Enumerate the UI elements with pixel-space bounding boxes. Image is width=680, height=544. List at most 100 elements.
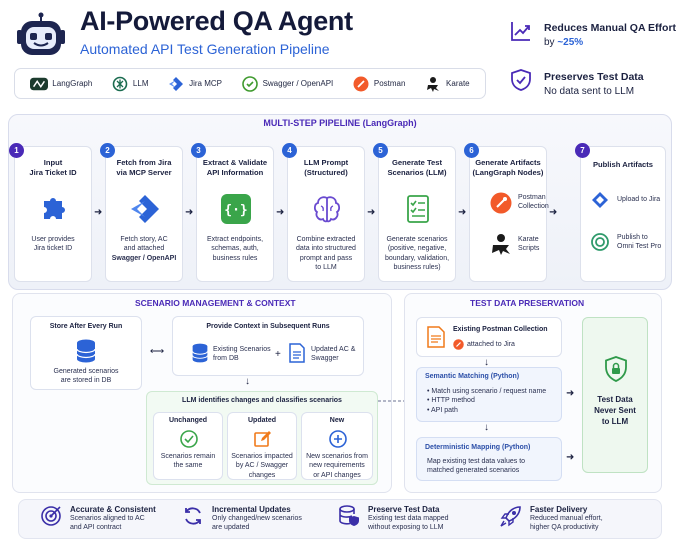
shield-lock-icon [605, 356, 627, 382]
postman-icon [352, 75, 370, 93]
arrow-right-icon: ➜ [276, 207, 285, 218]
benefit-sub-effort: by ~25% [544, 37, 584, 48]
arrow-right-icon: ➜ [458, 207, 467, 218]
tech-item-swagger: Swagger / OpenAPI [241, 75, 333, 93]
document-icon [427, 326, 445, 348]
step-number: 6 [464, 143, 479, 158]
check-circle-icon [180, 430, 198, 448]
db-shield-icon [339, 505, 359, 526]
edit-icon [254, 431, 271, 447]
deterministic-mapping-card: Deterministic Mapping (Python) Map exist… [416, 437, 562, 481]
arrow-right-icon: ➜ [94, 207, 103, 218]
arrow-right-icon: ➜ [566, 452, 575, 463]
updated-ac-label: Updated AC &Swagger [311, 346, 356, 363]
omni-test-pro-icon [591, 233, 609, 251]
step-description: Generate scenarios(positive, negative,bo… [384, 236, 450, 272]
pipeline-step-4: 4 LLM Prompt(Structured) Combine extract… [282, 143, 365, 282]
tech-item-llm: LLM [111, 75, 148, 93]
step-number: 3 [191, 143, 206, 158]
footer-item-preserve: Preserve Test Data Existing test data ma… [338, 505, 449, 533]
postman-collection-card: Existing Postman Collection attached to … [416, 317, 562, 357]
arrow-right-icon: ➜ [367, 207, 376, 218]
jira-icon [131, 195, 159, 223]
karate-icon [424, 75, 442, 93]
step-title: LLM Prompt(Structured) [303, 158, 349, 177]
rocket-icon [500, 506, 521, 527]
step-number: 7 [575, 143, 590, 158]
code-braces-icon: {·} [221, 194, 251, 224]
step-number: 5 [373, 143, 388, 158]
tech-item-postman: Postman [352, 75, 405, 93]
step-title: Publish Artifacts [592, 160, 654, 169]
store-card: Store After Every Run Generated scenario… [30, 316, 142, 390]
benefit-title-effort: Reduces Manual QA Effort [544, 22, 677, 34]
arrow-right-icon: ➜ [566, 388, 575, 399]
tech-item-jira-mcp: Jira MCP [167, 75, 222, 93]
test-data-title: TEST DATA PRESERVATION [470, 298, 585, 308]
postman-icon [490, 192, 512, 214]
page-subtitle: Automated API Test Generation Pipeline [80, 41, 330, 57]
bidirectional-arrow-icon: ⟷ [149, 346, 165, 357]
target-icon [41, 506, 61, 526]
arrow-down-icon: ↓ [484, 357, 489, 368]
page-title: AI-Powered QA Agent [80, 6, 353, 36]
arrow-down-icon: ↓ [484, 422, 489, 433]
openai-icon [111, 75, 129, 93]
arrow-right-icon: ➜ [185, 207, 194, 218]
context-card: Provide Context in Subsequent Runs Exist… [172, 316, 364, 376]
database-icon [76, 339, 96, 363]
tech-stack-bar: LangGraph LLM Jira MCP Swagger / OpenAPI… [14, 68, 486, 99]
semantic-matching-card: Semantic Matching (Python) • Match using… [416, 367, 562, 422]
svg-text:{·}: {·} [224, 203, 247, 218]
scenario-management-title: SCENARIO MANAGEMENT & CONTEXT [135, 298, 296, 308]
brain-icon [313, 196, 341, 223]
shield-check-icon [511, 69, 531, 91]
database-icon [192, 343, 208, 363]
step-description: Extract endpoints,schemas, auth,business… [206, 236, 264, 262]
swagger-icon [241, 75, 259, 93]
checklist-icon [407, 195, 429, 223]
plus-circle-icon [329, 430, 347, 448]
arrow-right-icon: ➜ [549, 207, 558, 218]
tech-item-karate: Karate [424, 75, 470, 93]
benefit-sub-testdata: No data sent to LLM [544, 86, 635, 97]
footer-item-accurate: Accurate & Consistent Scenarios aligned … [40, 505, 156, 533]
puzzle-icon [44, 198, 65, 219]
llm-classify-card: LLM identifies changes and classifies sc… [146, 391, 378, 485]
robot-logo-icon [17, 12, 65, 55]
pipeline-title: MULTI-STEP PIPELINE (LangGraph) [263, 118, 417, 128]
step-number: 1 [9, 143, 24, 158]
step-number: 2 [100, 143, 115, 158]
pipeline-step-7: 7 Publish Artifacts Upload to Jira Publi… [575, 143, 666, 282]
document-icon [289, 343, 305, 363]
benefit-title-testdata: Preserves Test Data [544, 71, 644, 83]
step-title: Generate Artifacts(LangGraph Nodes) [472, 158, 544, 177]
step-number: 4 [282, 143, 297, 158]
langgraph-icon [30, 75, 49, 93]
trend-chart-icon [511, 22, 530, 41]
publish-jira-label: Upload to Jira [617, 196, 661, 203]
postman-icon [453, 339, 464, 350]
karate-icon [492, 234, 510, 255]
jira-icon [167, 75, 185, 93]
